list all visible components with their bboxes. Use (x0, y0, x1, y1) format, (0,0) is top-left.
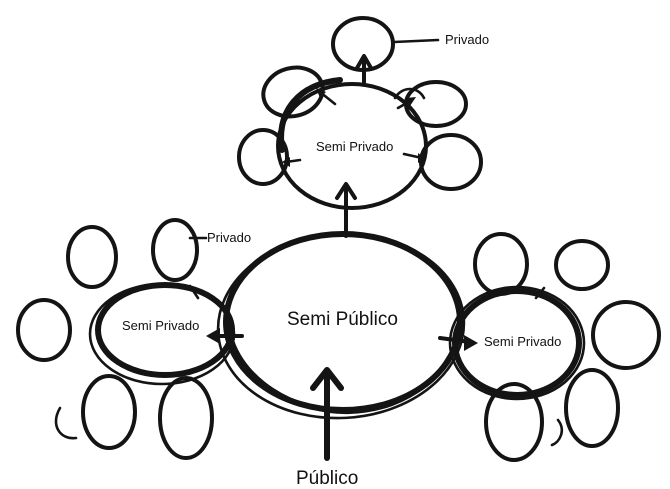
privado-top-leader (392, 38, 440, 44)
right-semi-privado-bubble (452, 288, 582, 398)
label-semi-privado-left: Semi Privado (122, 318, 199, 333)
petal-left-mark (54, 406, 78, 440)
petal-right-3 (591, 300, 661, 370)
petal-right-4 (564, 368, 620, 448)
petal-right-mark (550, 418, 564, 447)
label-privado-top: Privado (445, 32, 489, 47)
petal-top-5 (419, 133, 483, 191)
petal-top-3 (237, 128, 289, 186)
petal-left-2 (151, 218, 199, 282)
right-semi-privado-cluster (448, 232, 661, 462)
petal-left-1 (66, 225, 118, 289)
left-semi-privado-cluster (16, 218, 236, 460)
petal-right-5 (484, 382, 544, 462)
petal-arrowhead-top-5 (418, 153, 426, 163)
label-publico: Público (296, 468, 358, 489)
semi-publico-shadow-stroke (226, 316, 464, 415)
publico-arrow-head (310, 367, 344, 391)
petal-arrowhead-top-3 (282, 157, 290, 167)
petal-left-4 (81, 374, 137, 450)
petal-arrow-left-2 (188, 284, 200, 300)
left-arrow-head (206, 328, 220, 344)
petal-left-3 (16, 298, 72, 362)
petal-right-1 (473, 232, 529, 296)
top-private-arrow-head (355, 54, 373, 70)
right-arrow-head (464, 335, 478, 351)
up-arrow-head (335, 182, 357, 200)
label-privado-left: Privado (207, 230, 251, 245)
petal-arrowhead-top-2 (316, 88, 326, 98)
petal-arrow-right-2 (534, 286, 546, 300)
arrows (188, 54, 546, 461)
label-semi-privado-top: Semi Privado (316, 139, 393, 154)
petal-arrowhead-top-4 (406, 97, 416, 106)
petal-top-2 (261, 65, 325, 119)
label-semi-privado-right: Semi Privado (484, 334, 561, 349)
petal-left-5 (158, 376, 214, 460)
label-semi-publico: Semi Público (287, 309, 398, 330)
petal-right-2 (554, 239, 610, 291)
petal-top-connector (393, 87, 426, 100)
